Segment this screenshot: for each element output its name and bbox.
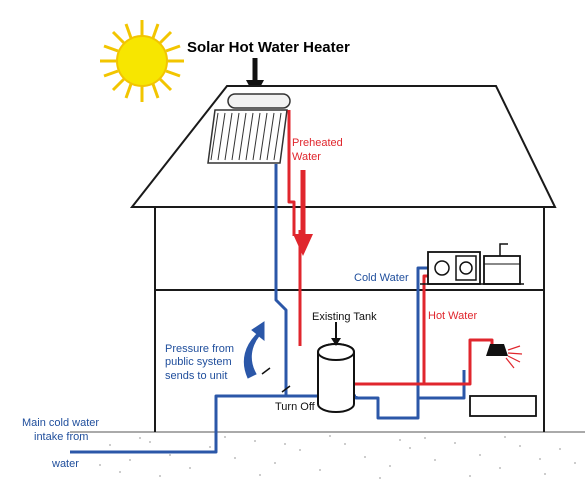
valve-icon (261, 367, 291, 393)
turn-off-label: Turn Off (275, 401, 316, 413)
intake-label-1: Main cold water (22, 417, 99, 429)
cold-water-label: Cold Water (354, 272, 409, 284)
sun-icon (100, 20, 184, 102)
bathtub-icon (469, 395, 537, 417)
solar-collector-icon (207, 93, 291, 164)
existing-tank-icon (317, 322, 355, 413)
washing-machine-icon (427, 251, 481, 285)
cold-water-pipe (70, 164, 466, 454)
preheated-label-2: Water (292, 151, 321, 163)
hot-water-label: Hot Water (428, 310, 477, 322)
pressure-label-1: Pressure from (165, 343, 234, 355)
existing-tank-label: Existing Tank (312, 311, 377, 323)
pressure-label-2: public system (165, 356, 232, 368)
intake-label-3: water (51, 458, 79, 470)
diagram-title: Solar Hot Water Heater (187, 39, 350, 56)
pressure-label-3: sends to unit (165, 370, 227, 382)
preheated-label-1: Preheated (292, 137, 343, 149)
pressure-arrow-icon (243, 321, 265, 379)
intake-label-2: intake from (34, 431, 88, 443)
preheated-flow-arrow (293, 170, 313, 256)
sink-icon (483, 243, 521, 285)
house-outline (129, 85, 557, 432)
shower-head-icon (486, 344, 523, 369)
